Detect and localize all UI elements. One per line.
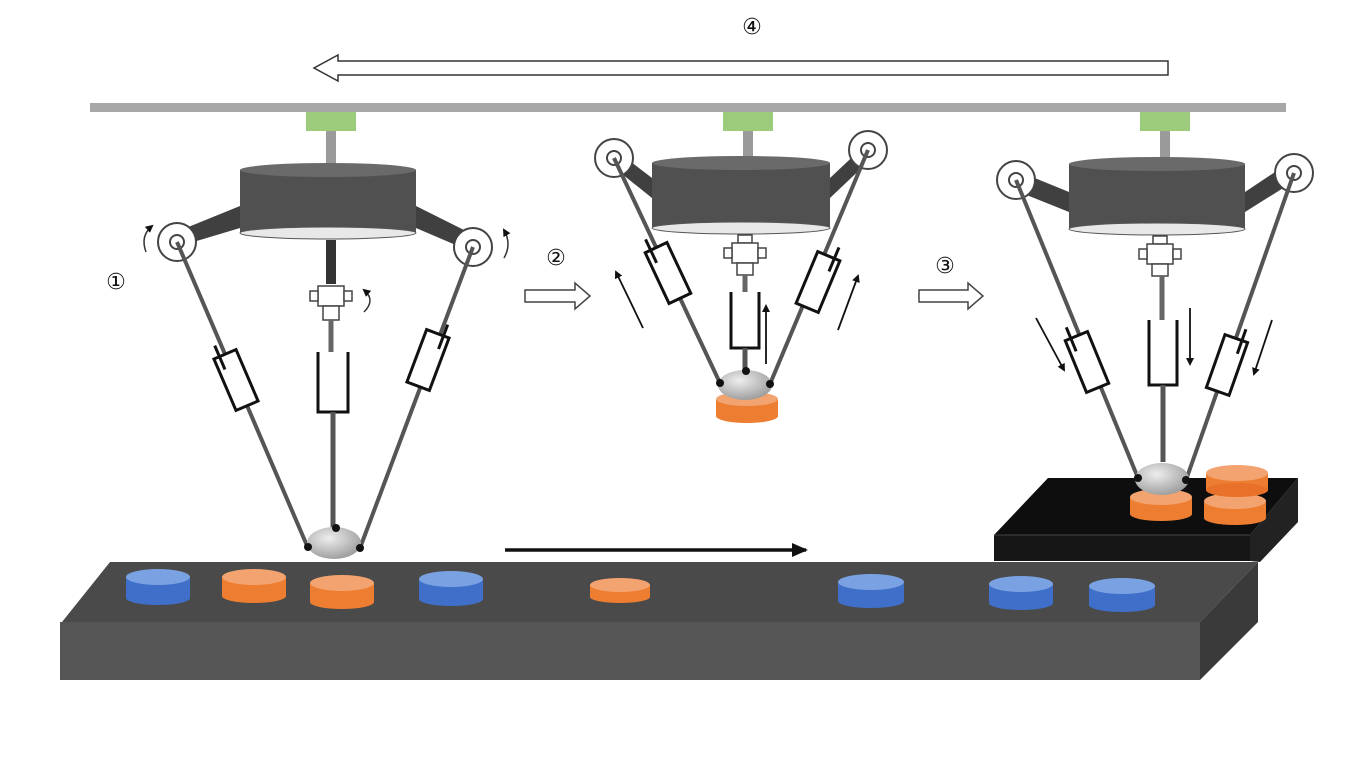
- platform-parts: [1130, 465, 1268, 525]
- part-blue: [419, 571, 483, 606]
- delta-robot-placing: [996, 112, 1314, 481]
- delta-robot-lifting: [594, 112, 888, 423]
- motion-arrow-icon: [615, 270, 644, 329]
- gripper-head: [307, 527, 361, 559]
- part-orange: [590, 578, 650, 603]
- step-3-label: ③: [935, 254, 955, 279]
- rotation-arrow-icon: [143, 224, 154, 253]
- part-orange: [1204, 493, 1266, 525]
- part-orange: [222, 569, 286, 603]
- robot-mount: [306, 112, 356, 131]
- part-orange: [1130, 489, 1192, 521]
- delta-robot-picking: [143, 112, 511, 559]
- part-blue: [838, 574, 904, 608]
- step-4-label: ④: [742, 15, 762, 40]
- motion-arrow-icon: [1252, 319, 1273, 376]
- motion-arrow-icon: [837, 274, 860, 331]
- motion-arrow-icon: [1035, 317, 1065, 372]
- step-1-label: ①: [106, 270, 126, 295]
- part-blue: [989, 576, 1053, 610]
- right-outline-arrow-icon: [524, 281, 592, 311]
- gripper-head: [718, 370, 772, 400]
- robot-mount: [1140, 112, 1190, 131]
- overhead-rail: [90, 103, 1286, 112]
- rotation-arrow-icon: [362, 288, 372, 313]
- conveyor-parts: [126, 569, 1155, 612]
- robot-base: [651, 156, 831, 235]
- right-outline-arrow-icon: [918, 281, 985, 311]
- part-orange: [310, 575, 374, 609]
- robot-mount: [723, 112, 773, 131]
- rotation-arrow-icon: [503, 228, 511, 259]
- part-blue: [126, 569, 190, 605]
- robot-base: [1068, 157, 1246, 236]
- left-outline-arrow-icon: [312, 53, 1169, 83]
- robot-base: [239, 163, 417, 240]
- gripper-head: [1135, 463, 1189, 495]
- step-2-label: ②: [546, 246, 566, 271]
- part-orange: [1206, 465, 1268, 497]
- delta-robot-placing-gripper: [1134, 463, 1190, 495]
- part-blue: [1089, 578, 1155, 612]
